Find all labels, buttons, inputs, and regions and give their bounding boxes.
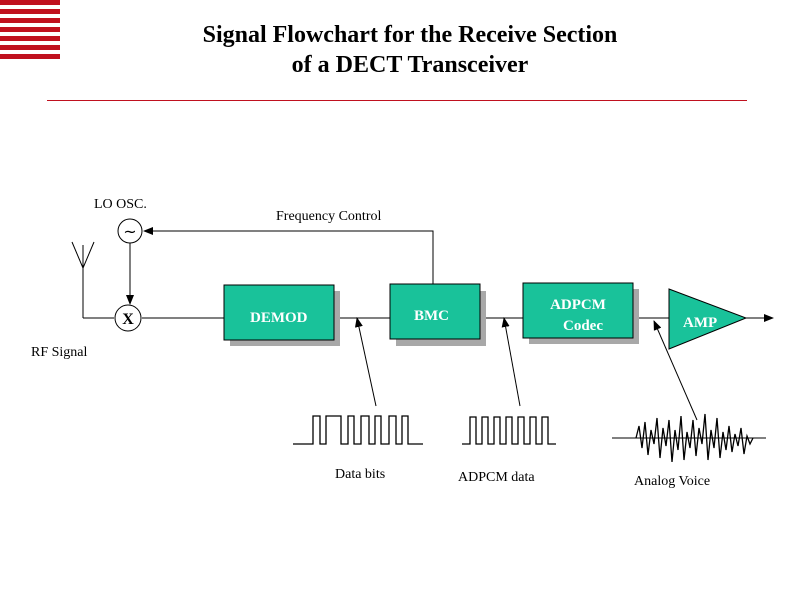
amp-block: AMP <box>668 288 748 350</box>
title-divider <box>47 100 747 101</box>
demod-block: DEMOD <box>223 284 340 346</box>
frequency-control-arrow <box>143 227 434 284</box>
frequency-control-label: Frequency Control <box>276 209 381 224</box>
demod-label: DEMOD <box>250 310 308 326</box>
adpcm-label-line2: Codec <box>563 318 603 334</box>
bmc-label: BMC <box>414 308 449 324</box>
adpcm-data-arrow <box>501 317 521 407</box>
bmc-block: BMC <box>389 283 486 346</box>
title-line-2: of a DECT Transceiver <box>291 52 529 78</box>
rf-signal-label: RF Signal <box>31 345 88 360</box>
adpcm-codec-block: ADPCM Codec <box>522 282 639 344</box>
oscillator-symbol: ~ <box>123 222 136 241</box>
lo-osc-label: LO OSC. <box>94 197 147 212</box>
analog-voice-label: Analog Voice <box>634 474 710 489</box>
mixer-icon <box>114 304 142 332</box>
adpcm-data-waveform <box>462 416 556 445</box>
amp-label: AMP <box>683 315 717 331</box>
analog-voice-arrow <box>653 320 698 421</box>
logo-stripes <box>0 0 60 70</box>
page-title: Signal Flowchart for the Receive Section… <box>0 20 800 80</box>
data-bits-label: Data bits <box>335 467 385 482</box>
adpcm-label-line1: ADPCM <box>550 297 606 313</box>
antenna-icon <box>71 241 95 318</box>
title-line-1: Signal Flowchart for the Receive Section <box>202 22 618 48</box>
mixer-label: X <box>122 311 134 328</box>
data-bits-waveform <box>293 415 423 445</box>
data-bits-arrow <box>354 317 377 407</box>
analog-voice-waveform <box>635 413 754 463</box>
adpcm-data-label: ADPCM data <box>458 470 535 485</box>
